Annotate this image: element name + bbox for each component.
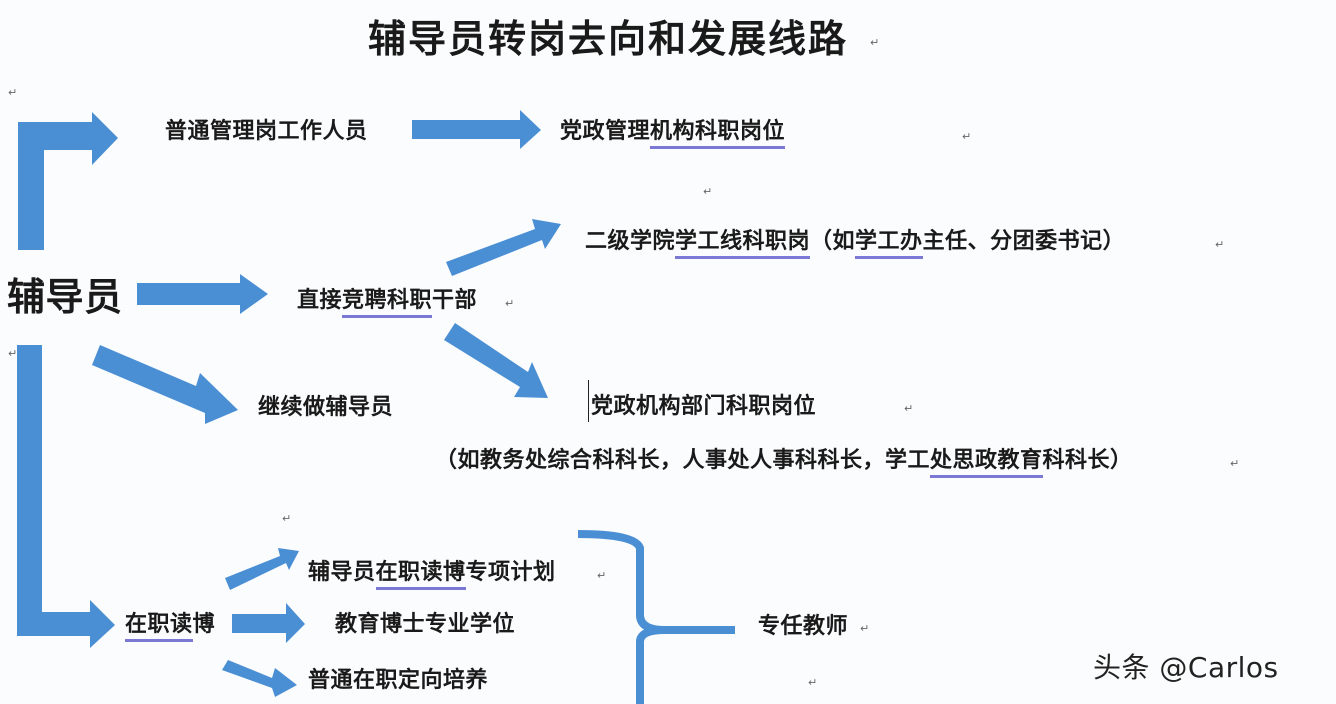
- node-general-staff: 普通管理岗工作人员: [165, 119, 368, 144]
- text-segment-underlined: 在职读博: [375, 560, 466, 590]
- node-party-admin-section: 党政管理机构科职岗位: [560, 119, 786, 149]
- node-party-dept-section: 党政机构部门科职岗位: [591, 394, 817, 419]
- paragraph-mark: ↵: [282, 512, 292, 525]
- arrow-right-icon: [412, 110, 541, 149]
- elbow-arrow-down-right-icon: [17, 345, 115, 648]
- text-segment: 科科长）: [1042, 448, 1133, 473]
- text-segment: 专项计划: [465, 560, 556, 585]
- text-segment: 主任、分团委书记）: [922, 229, 1126, 254]
- paragraph-mark: ↵: [8, 347, 18, 360]
- arrow-diagonal-down-icon: [92, 345, 238, 424]
- paragraph-mark: ↵: [1215, 238, 1225, 251]
- paragraph-mark: ↵: [1230, 457, 1240, 470]
- node-edd-degree: 教育博士专业学位: [335, 612, 516, 637]
- arrow-right-icon: [232, 603, 305, 643]
- watermark: 头条 @Carlos: [1093, 651, 1279, 684]
- node-phd-suffix: 博: [192, 612, 216, 637]
- arrow-right-icon: [137, 274, 268, 314]
- text-segment-underlined: 学工线科职岗: [675, 229, 811, 259]
- node-college-section: 二级学院学工线科职岗（如学工办主任、分团委书记）: [585, 229, 1126, 259]
- paragraph-mark: ↵: [8, 86, 18, 99]
- arrow-diagonal-up-icon: [225, 548, 299, 590]
- node-direct-compete: 直接竞聘科职干部: [297, 288, 478, 318]
- text-segment: （如教务处综合科科长，人事处人事科科长，学工: [435, 448, 931, 473]
- paragraph-mark: ↵: [703, 185, 713, 198]
- node-full-time-teacher: 专任教师: [758, 614, 849, 639]
- paragraph-mark: ↵: [962, 130, 972, 143]
- node-direct-compete-prefix: 直接: [297, 288, 343, 313]
- node-direct-compete-underlined: 竞聘科职: [342, 288, 433, 318]
- text-segment-underlined: 处思政教育: [930, 448, 1043, 478]
- node-party-admin-prefix: 党政管理: [560, 119, 651, 144]
- node-direct-compete-suffix: 干部: [432, 288, 478, 313]
- text-segment-underlined: 学工办: [855, 229, 923, 259]
- text-segment: 二级学院: [585, 229, 676, 254]
- node-phd-special-plan: 辅导员在职读博专项计划: [308, 560, 556, 590]
- paragraph-mark: ↵: [860, 622, 870, 635]
- diagram-title: 辅导员转岗去向和发展线路: [368, 17, 849, 61]
- paragraph-mark: ↵: [597, 569, 607, 582]
- arrow-diagonal-up-icon: [446, 219, 561, 276]
- arrow-diagonal-down-icon: [444, 323, 548, 398]
- curly-brace-icon: [577, 530, 735, 704]
- node-continue-counselor: 继续做辅导员: [258, 395, 394, 420]
- root-node-counselor: 辅导员: [7, 275, 123, 319]
- paragraph-mark: ↵: [870, 36, 880, 49]
- text-cursor: [588, 380, 589, 422]
- node-phd: 在职读博: [125, 612, 216, 642]
- node-party-dept-examples: （如教务处综合科科长，人事处人事科科长，学工处思政教育科科长）: [435, 448, 1133, 478]
- elbow-arrow-up-right-icon: [18, 112, 118, 250]
- text-segment: 辅导员: [308, 560, 376, 585]
- node-phd-underlined: 在职读: [125, 612, 193, 642]
- node-party-admin-underlined: 机构科职岗位: [650, 119, 786, 149]
- paragraph-mark: ↵: [808, 676, 818, 689]
- arrow-diagonal-down-icon: [222, 660, 297, 697]
- paragraph-mark: ↵: [505, 297, 515, 310]
- paragraph-mark: ↵: [904, 402, 914, 415]
- node-directed-training: 普通在职定向培养: [308, 668, 489, 693]
- text-segment: （如: [810, 229, 856, 254]
